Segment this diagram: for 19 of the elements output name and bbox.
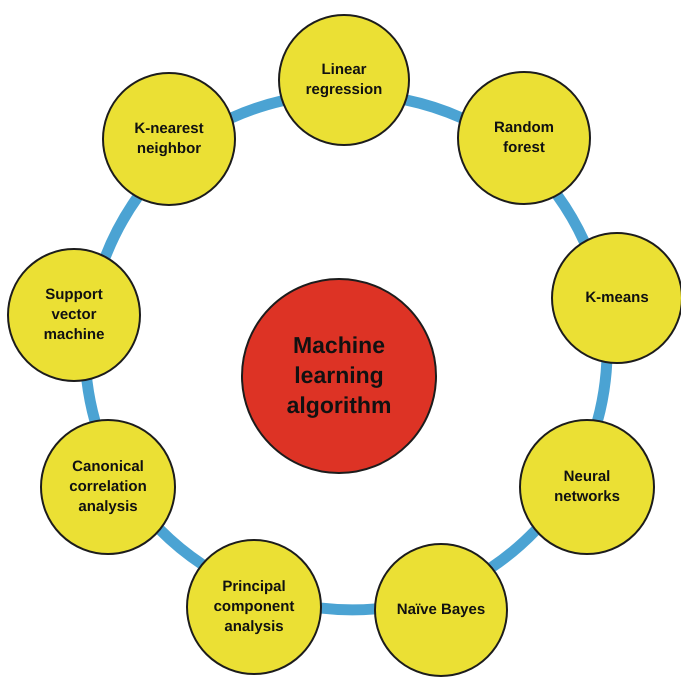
node-label: K-nearest neighbor — [133, 118, 205, 159]
node-label: Random forest — [493, 118, 555, 158]
node-label: Support vector machine — [42, 284, 106, 346]
node-label: Neural networks — [553, 466, 621, 507]
node-label: Naïve Bayes — [396, 600, 486, 620]
node-label: K-means — [585, 288, 649, 308]
ring-connector — [100, 194, 142, 260]
ring-connector — [320, 602, 376, 616]
ring-connector — [404, 94, 464, 123]
ring-connector — [81, 379, 100, 423]
ring-connector — [156, 526, 206, 569]
ring-connector — [552, 192, 590, 244]
ring-connector — [229, 95, 284, 123]
ring-connector — [488, 526, 540, 572]
node-label: Machine learning algorithm — [286, 331, 392, 420]
node-label: Principal component analysis — [212, 576, 296, 638]
node-label: Canonical correlation analysis — [68, 456, 148, 518]
ring-connector — [592, 362, 612, 422]
node-label: Linear regression — [304, 60, 384, 100]
